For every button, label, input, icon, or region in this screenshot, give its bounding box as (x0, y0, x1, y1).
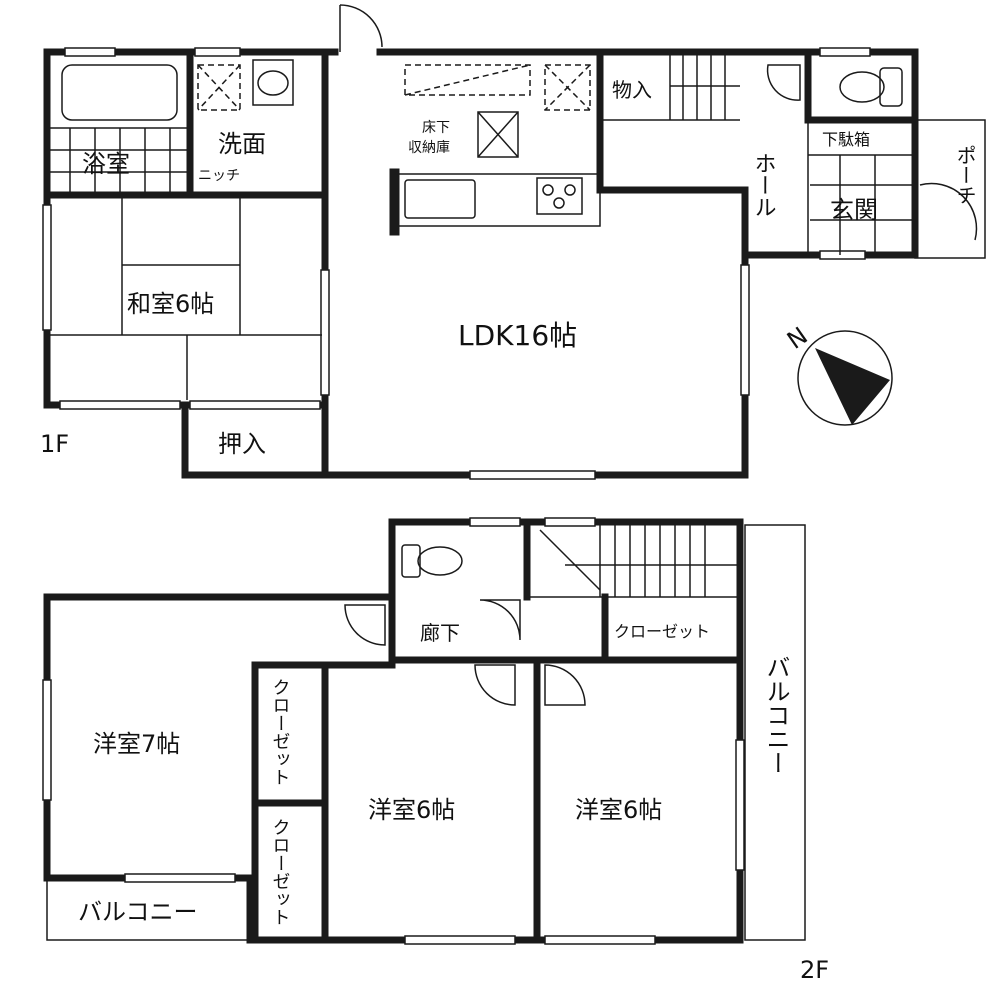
room-label-western-6a: 洋室6帖 (368, 796, 455, 824)
floor-1-plan: 浴室 洗面 ニッチ 和室6帖 押入 床下 収納庫 LDK16帖 物入 ホール 下… (40, 4, 986, 480)
underfloor-label-2: 収納庫 (408, 139, 450, 156)
entrance-tiles (808, 154, 915, 255)
shoe-box-label: 下駄箱 (822, 130, 870, 149)
room-label-western-7: 洋室7帖 (93, 730, 180, 758)
room-label-ldk: LDK16帖 (458, 319, 577, 352)
door-icon (344, 604, 386, 646)
floor-1-label: 1F (40, 430, 69, 458)
room-label-hall: ホール (751, 152, 776, 218)
stairs-icon (539, 525, 740, 597)
door-icon (544, 664, 586, 706)
porch-area (914, 119, 986, 259)
balcony-right (744, 524, 806, 941)
sink-icon (252, 59, 294, 106)
floor-2-plan: 廊下 クローゼット 洋室7帖 クローゼット クローゼット 洋室6帖 洋室6帖 バ… (42, 517, 829, 984)
front-door-icon (919, 182, 978, 241)
door-icon (479, 599, 521, 641)
toilet-door-icon (766, 64, 801, 101)
washing-machine-icon (197, 64, 241, 111)
kitchen-counter (389, 168, 601, 236)
entry-door-icon (339, 4, 383, 52)
toilet-icon (401, 544, 463, 578)
room-label-bath: 浴室 (82, 150, 130, 178)
room-label-closet-top: クローゼット (614, 622, 710, 641)
tatami-lines (50, 195, 322, 400)
stove-icon (536, 177, 583, 215)
pantry-icon (544, 64, 591, 111)
toilet-icon (839, 67, 903, 107)
bathtub-icon (61, 64, 178, 121)
room-label-entrance: 玄関 (830, 196, 878, 224)
room-label-balcony-right: バルコニー (762, 655, 790, 775)
underfloor-label: 床下 (422, 120, 450, 136)
room-label-western-6b: 洋室6帖 (575, 796, 662, 824)
underfloor-hatch-icon (477, 111, 519, 158)
room-label-washroom: 洗面 (218, 130, 266, 158)
room-label-porch: ポーチ (953, 145, 977, 205)
room-label-closet-left-2: クローゼット (270, 818, 291, 926)
stairs-icon (670, 52, 740, 120)
floor-2-label: 2F (800, 956, 829, 984)
room-label-storage: 物入 (612, 78, 652, 102)
niche-label: ニッチ (198, 168, 240, 184)
room-label-japanese: 和室6帖 (127, 290, 214, 318)
room-label-closet-left-1: クローゼット (270, 678, 291, 786)
door-icon (474, 664, 516, 706)
north-arrow-icon: N (782, 322, 893, 426)
bath-floor-tiles (50, 127, 187, 192)
room-label-corridor: 廊下 (420, 621, 460, 645)
room-label-balcony-left: バルコニー (78, 898, 198, 926)
room-label-oshiire: 押入 (218, 430, 266, 458)
